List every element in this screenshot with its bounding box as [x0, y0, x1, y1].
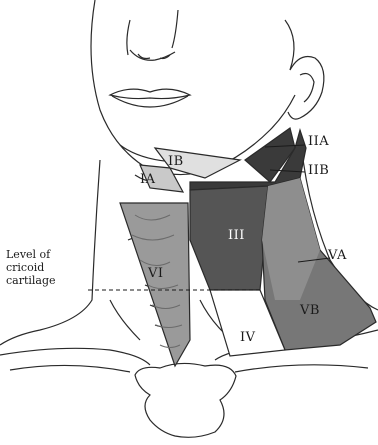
label-IIB: IIB	[308, 163, 329, 178]
label-IA: IA	[140, 172, 156, 187]
label-VA: VA	[328, 248, 347, 263]
label-VI: VI	[148, 266, 164, 281]
cricoid-label-line3: cartilage	[6, 274, 96, 287]
label-IIA: IIA	[308, 134, 329, 149]
cricoid-label-line2: cricoid	[6, 261, 96, 274]
label-IB: IB	[168, 154, 184, 169]
label-VB: VB	[300, 303, 320, 318]
label-IV: IV	[240, 330, 256, 345]
level-VI-region	[120, 203, 190, 366]
cricoid-label-line1: Level of	[6, 248, 96, 261]
label-III: III	[228, 228, 245, 243]
cricoid-level-label: Level of cricoid cartilage	[6, 248, 96, 287]
